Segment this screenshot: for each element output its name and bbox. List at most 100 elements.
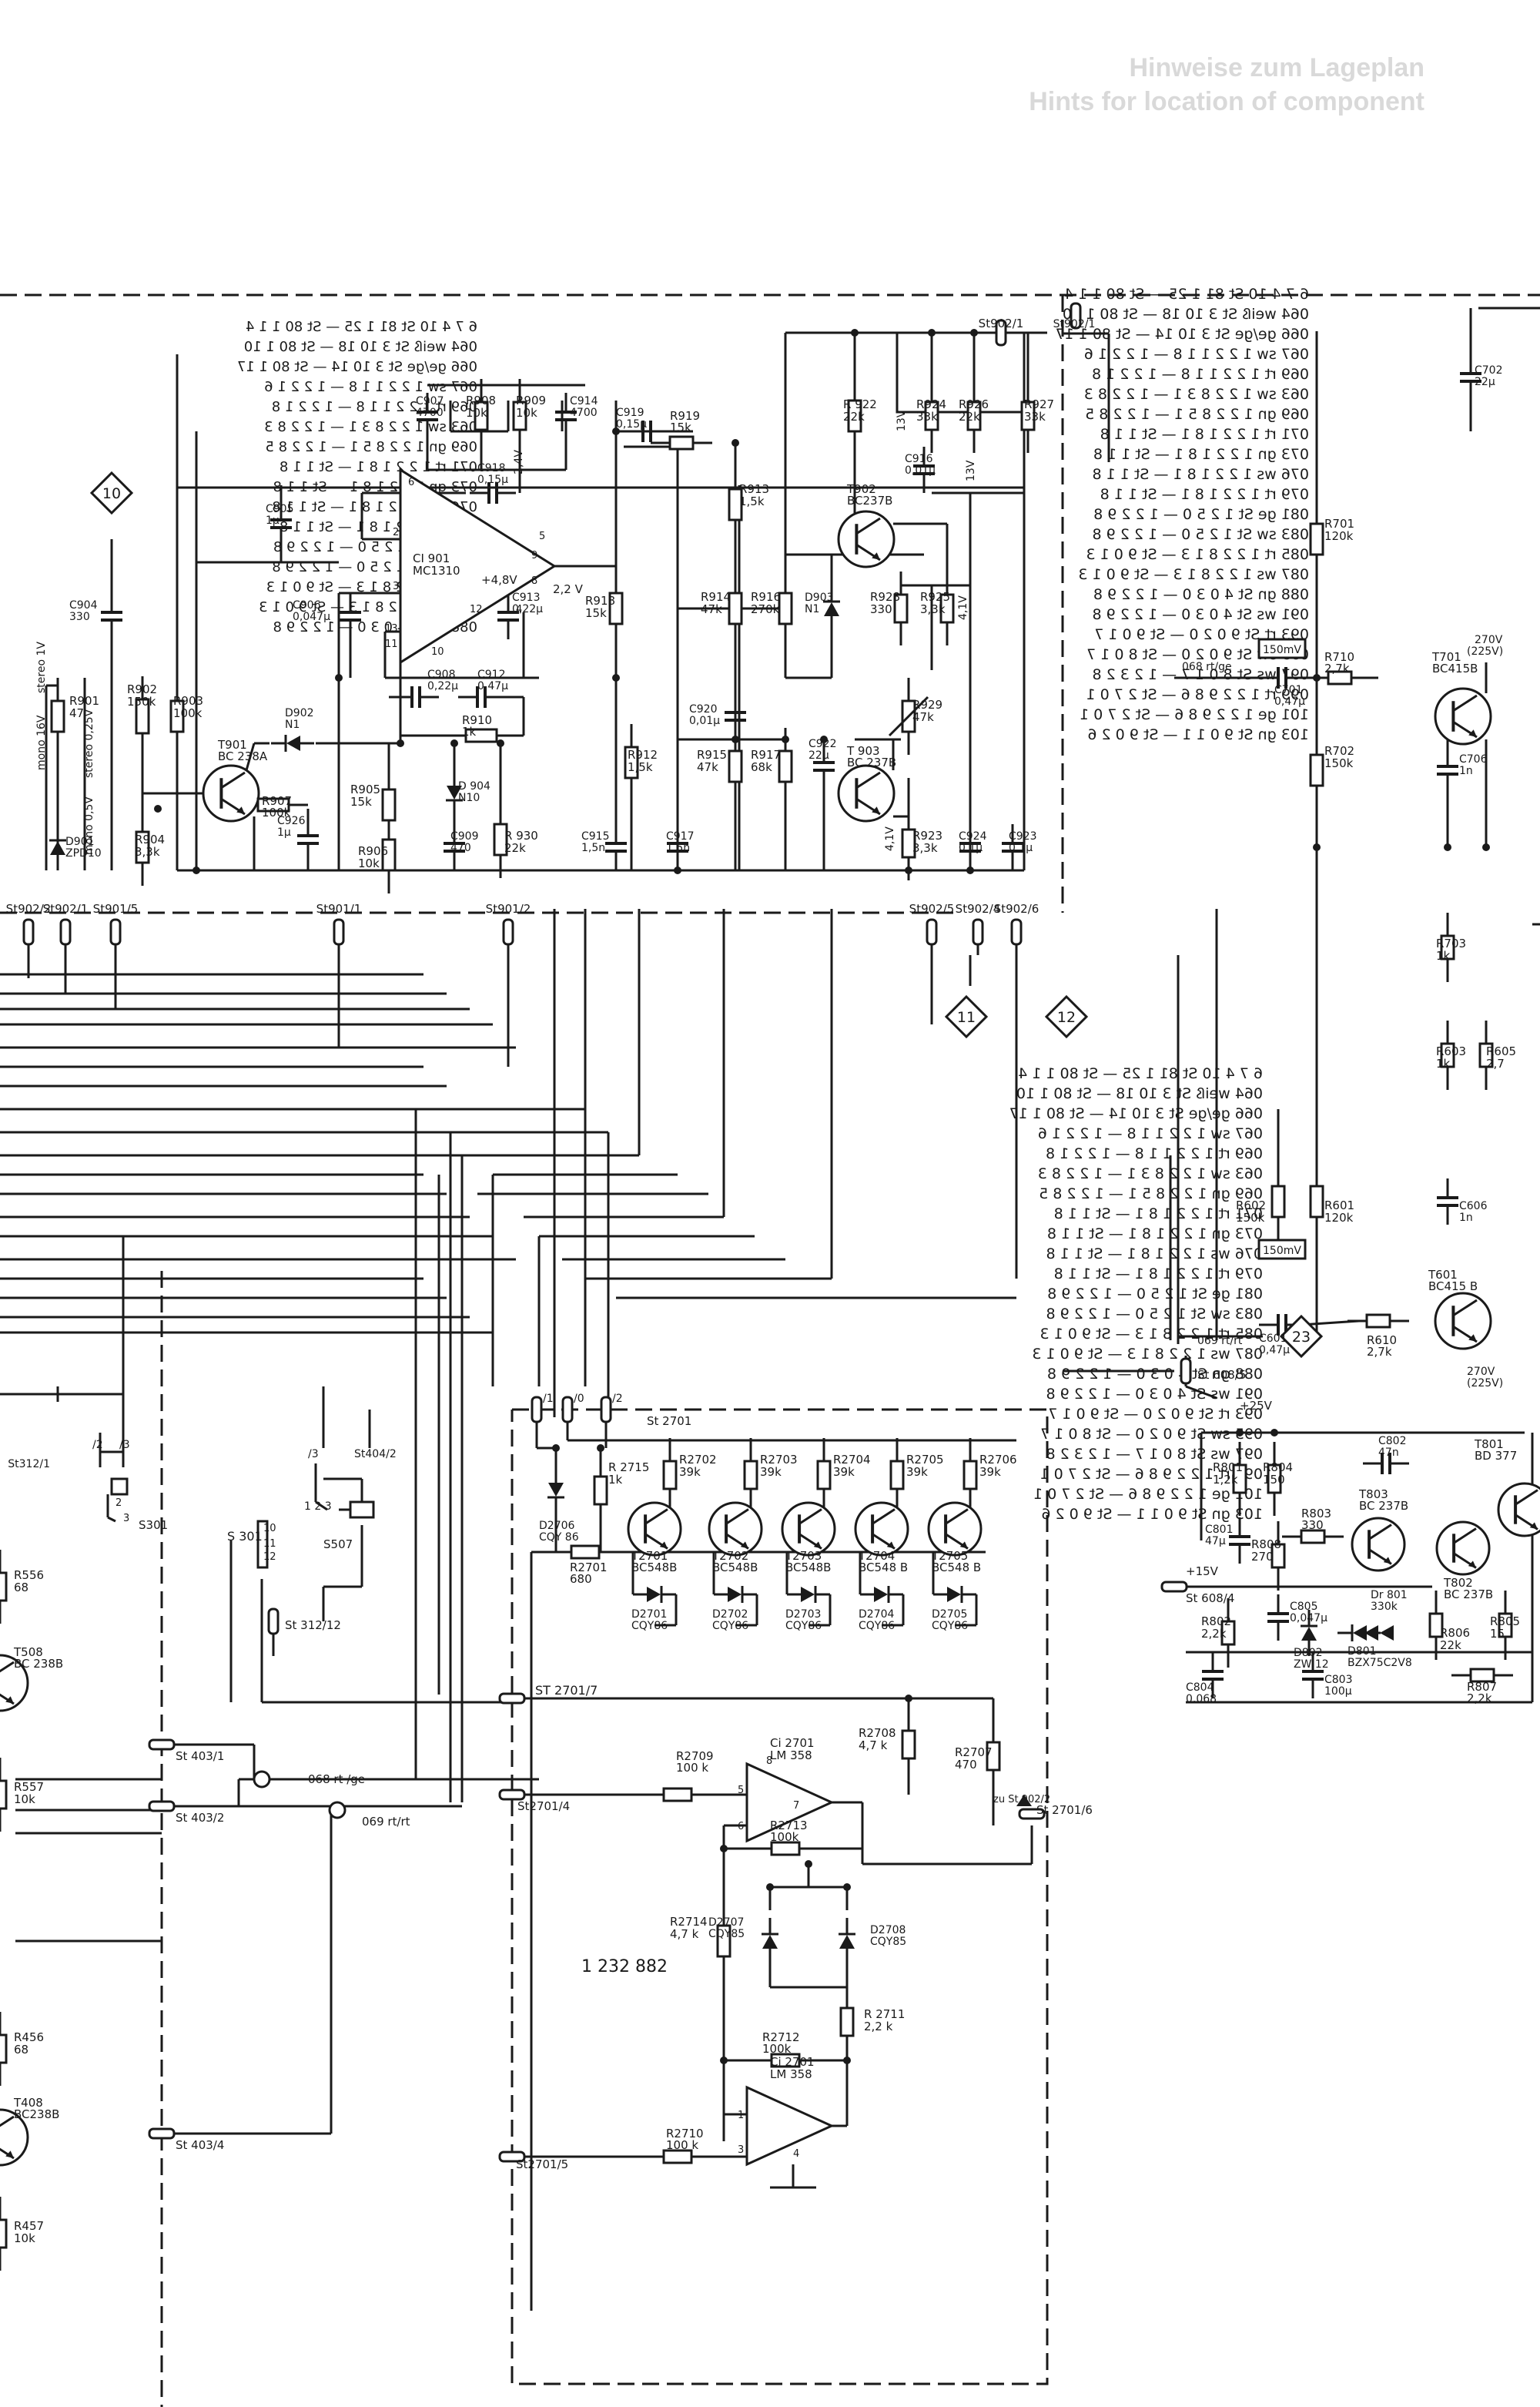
note-v41a: 4,1V — [957, 595, 969, 620]
capacitor-c803-label: C803 — [1324, 1674, 1353, 1686]
ic-pin-label: 3 — [738, 2144, 744, 2156]
transistor-t902-type: BC237B — [847, 494, 892, 508]
diode-d802-type: ZW 12 — [1294, 1658, 1329, 1671]
resistor-r2702-value: 39k — [679, 1465, 701, 1479]
resistor-r903-value: 100k — [173, 706, 203, 720]
connector-c13 — [148, 1738, 176, 1751]
transistor-t2704-collector — [872, 1508, 896, 1525]
junction-dot — [928, 329, 936, 337]
resistor-r901-value: 47 — [69, 706, 84, 720]
mirror-table-row: 071 rt 1 2 2 1 8 1 — St 1 1 8 — [1054, 1205, 1263, 1222]
note-v22: 2,2 V — [553, 582, 584, 596]
resistor-r907-label: R907 — [262, 794, 292, 808]
board-outline — [511, 1408, 1049, 2385]
transistor-t802-type: BC 237B — [1444, 1587, 1493, 1601]
resistor-r914 — [728, 592, 743, 625]
resistor-r915 — [728, 749, 743, 783]
ic-ci901 — [399, 468, 557, 665]
connector-c1b-label: St902/1 — [1053, 318, 1096, 330]
transistor-t801-type: BD 377 — [1475, 1449, 1517, 1463]
resistor-r2711 — [839, 2006, 855, 2037]
connector-c19 — [1018, 1808, 1046, 1820]
resistor-r807 — [1469, 1668, 1495, 1683]
capacitor-c702-value: 22μ — [1475, 376, 1495, 388]
ic-pin-label: 2 — [393, 527, 399, 538]
mirror-table-row: 103 gn St 9 0 1 1 — St 9 0 2 6 — [1041, 1506, 1263, 1523]
mirror-table-row: 085 rt 1 2 2 8 1 3 — St 9 0 1 3 — [1086, 546, 1309, 563]
resistor-r916-label: R916 — [751, 590, 781, 604]
resistor-r912-label: R912 — [628, 748, 658, 762]
transistor-t903 — [837, 764, 896, 823]
capacitor-c905-value: 1μ — [266, 515, 280, 527]
resistor-r805 — [1498, 1612, 1513, 1638]
resistor-r610 — [1365, 1313, 1391, 1329]
ic-pin-label: 7 — [793, 1800, 799, 1812]
capacitor-c917-value: 1,5n — [666, 842, 690, 854]
junction-dot — [192, 867, 200, 874]
diode-d801-label: D801 — [1348, 1645, 1377, 1658]
mirror-table-row: 081 ge St 1 2 5 0 — 1 2 2 9 8 — [1093, 506, 1309, 523]
resistor-r601-value: 120k — [1324, 1211, 1354, 1225]
connector-c23-label: zu St 902/2 — [993, 1794, 1050, 1805]
resistor-r2713-label: R2713 — [770, 1819, 808, 1832]
note-mv150a: 150mV — [1263, 644, 1301, 656]
resistor-r928-label: R928 — [870, 590, 900, 604]
connector-c6 — [502, 918, 514, 946]
mirror-table-row: 087 ws 1 2 2 8 1 3 — St 9 0 1 3 — [1032, 1346, 1263, 1363]
resistor-r2705 — [889, 1460, 905, 1490]
resistor-r927 — [1020, 401, 1036, 431]
diode-d2701 — [647, 1587, 661, 1602]
transistor-t901-arrow — [236, 806, 245, 814]
mirror-table-row: 064 weiß St 3 10 18 — St 80 1 10 — [244, 339, 477, 355]
resistor-r807-label: R807 — [1467, 1680, 1497, 1694]
note-v48: +4,8V — [481, 573, 517, 587]
mirror-table-row: 095 sw St 9 0 2 0 — St 8 0 1 7 — [1040, 1426, 1263, 1443]
junction-dot — [970, 329, 978, 337]
connector-c1 — [995, 319, 1007, 347]
meter-box — [1257, 1239, 1307, 1260]
mirror-table-row: 067 sw 1 2 2 1 1 8 — 1 2 2 1 6 — [264, 379, 477, 395]
connector-c2 — [22, 918, 35, 946]
note-wire068b: 068 rt /ge — [308, 1772, 365, 1786]
capacitor-c601-label: C601 — [1259, 1333, 1287, 1345]
transistor-t803-collector — [1368, 1524, 1392, 1540]
resistor-r805-value: 15 — [1490, 1627, 1505, 1641]
ic-pin-label: 6 — [408, 477, 414, 488]
pin-label: /2 — [612, 1393, 623, 1405]
capacitor-c904-label: C904 — [69, 599, 98, 612]
mirror-table-row: 066 ge/ge St 3 10 14 — St 80 1 17 — [237, 359, 477, 375]
component-layer — [0, 302, 1540, 2249]
capacitor-c915-value: 1,5n — [581, 842, 605, 854]
ic-pin-label: 11 — [385, 639, 398, 650]
resistor-r803 — [1300, 1529, 1326, 1544]
resistor-r2702 — [662, 1460, 678, 1490]
capacitor-c920-label: C920 — [689, 703, 718, 716]
pot-wiper — [888, 696, 929, 737]
transistor-t903-arrow — [872, 806, 880, 814]
capacitor-c916-label: C916 — [905, 453, 933, 465]
ic-pin-label: 1 — [738, 2110, 744, 2121]
transistor-t2705-arrow — [959, 1541, 968, 1549]
dr801-value: 330k — [1371, 1601, 1398, 1613]
pin-label: /3 — [119, 1439, 130, 1451]
diode-d2707-label: D2707 — [708, 1916, 744, 1929]
connector-c9 — [1010, 918, 1023, 946]
mirror-table-row: 067 sw 1 2 2 1 1 8 — 1 2 2 1 6 — [1038, 1125, 1263, 1142]
resistor-r557 — [0, 1779, 8, 1810]
mirror-table-row: 069 rt 1 2 2 1 1 8 — 1 2 2 1 8 — [1092, 366, 1309, 383]
capacitor-c805-label: C805 — [1290, 1601, 1318, 1613]
mirror-table-row: 093 rt St 9 0 2 0 — St 9 0 1 7 — [1048, 1406, 1263, 1423]
diode-d2708-type: CQY85 — [870, 1936, 906, 1948]
junction-dot — [843, 2057, 851, 2064]
ic-pin-label: 8 — [531, 575, 537, 587]
mirror-table-row: 063 sw 1 2 2 8 3 1 — 1 2 2 8 3 — [1038, 1165, 1263, 1182]
capacitor-c922-value: 22μ — [808, 749, 829, 762]
transistor-t701-type: BC415B — [1432, 662, 1478, 676]
connector-c18-label: St2701/4 — [517, 1799, 570, 1813]
mirror-table-row: 076 ws 1 2 2 1 8 1 — St 1 1 8 — [1093, 466, 1309, 483]
resistor-r910-label: R910 — [462, 713, 492, 727]
resistor-r808 — [1270, 1543, 1286, 1569]
junction-dot — [805, 1860, 812, 1868]
resistor-r557-label: R557 — [14, 1780, 44, 1794]
wire — [315, 1500, 328, 1511]
